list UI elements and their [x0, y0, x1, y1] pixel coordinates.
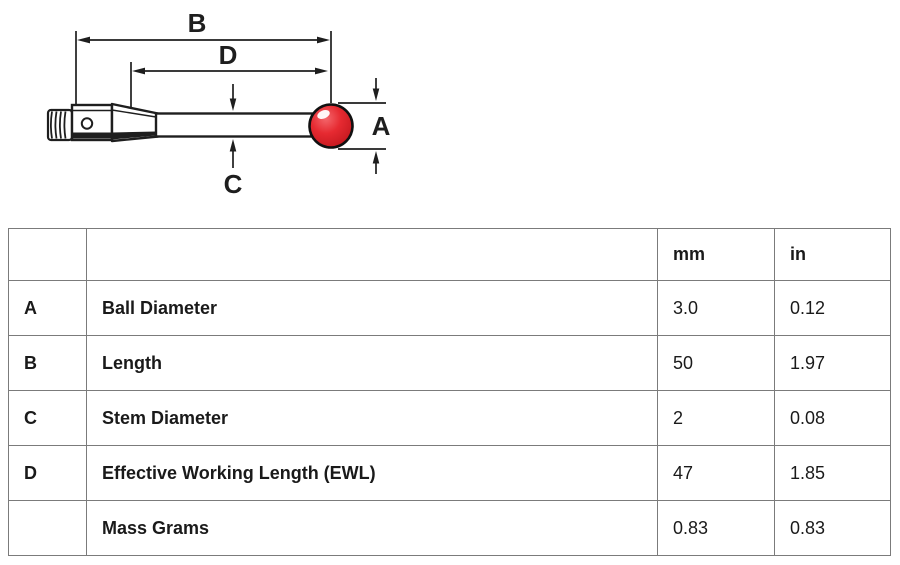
- arrow-up-icon: [372, 151, 380, 164]
- header-dim-letter: [8, 228, 87, 281]
- dimension-d: D: [132, 40, 328, 75]
- stylus-stem: [154, 112, 318, 138]
- table-row: D Effective Working Length (EWL) 47 1.85: [8, 445, 891, 501]
- ruby-ball: [308, 103, 354, 149]
- arrow-right-icon: [315, 67, 328, 75]
- arrow-left-icon: [132, 67, 145, 75]
- header-mm: mm: [657, 228, 775, 281]
- dim-c-label: C: [224, 169, 243, 199]
- description-cell: Ball Diameter: [86, 280, 658, 336]
- mm-value-cell: 50: [657, 335, 775, 391]
- arrow-down-icon: [372, 88, 380, 101]
- in-value-cell: 1.97: [774, 335, 891, 391]
- dim-letter-cell: D: [8, 445, 87, 501]
- dimension-c: C: [224, 84, 243, 199]
- dim-b-label: B: [188, 8, 207, 38]
- description-cell: Length: [86, 335, 658, 391]
- taper-top-line: [111, 109, 157, 118]
- holder-dark-band: [73, 132, 111, 139]
- arrow-left-icon: [77, 36, 90, 44]
- mm-value-cell: 2: [657, 390, 775, 446]
- dimension-b: B: [77, 8, 330, 44]
- mm-value-cell: 47: [657, 445, 775, 501]
- table-row: C Stem Diameter 2 0.08: [8, 390, 891, 446]
- in-value-cell: 0.08: [774, 390, 891, 446]
- dim-letter-cell: B: [8, 335, 87, 391]
- in-value-cell: 0.83: [774, 500, 891, 556]
- dim-a-label: A: [372, 111, 391, 141]
- header-in: in: [774, 228, 891, 281]
- dim-letter-cell: C: [8, 390, 87, 446]
- table-row: B Length 50 1.97: [8, 335, 891, 391]
- mm-value-cell: 0.83: [657, 500, 775, 556]
- table-row: Mass Grams 0.83 0.83: [8, 500, 891, 556]
- header-description: [86, 228, 658, 281]
- description-cell: Mass Grams: [86, 500, 658, 556]
- dim-d-label: D: [219, 40, 238, 70]
- dim-letter-cell: A: [8, 280, 87, 336]
- table-row: A Ball Diameter 3.0 0.12: [8, 280, 891, 336]
- in-value-cell: 0.12: [774, 280, 891, 336]
- thread-ridges: [50, 111, 67, 139]
- ball-highlight: [317, 110, 330, 119]
- stylus-drawing-svg: B D: [46, 8, 391, 199]
- stylus-body-group: [46, 102, 354, 149]
- in-value-cell: 1.85: [774, 445, 891, 501]
- setscrew-hole: [80, 117, 94, 130]
- description-cell: Effective Working Length (EWL): [86, 445, 658, 501]
- mm-value-cell: 3.0: [657, 280, 775, 336]
- table-header-row: mm in: [8, 228, 891, 281]
- dim-letter-cell: [8, 500, 87, 556]
- arrow-up-icon: [229, 139, 237, 152]
- taper-dark-band: [112, 131, 156, 140]
- dimensions-table: mm in A Ball Diameter 3.0 0.12 B Length …: [8, 228, 891, 556]
- stylus-diagram: B D: [0, 0, 450, 215]
- description-cell: Stem Diameter: [86, 390, 658, 446]
- arrow-down-icon: [229, 98, 237, 111]
- dimension-a: A: [338, 78, 391, 174]
- arrow-right-icon: [317, 36, 330, 44]
